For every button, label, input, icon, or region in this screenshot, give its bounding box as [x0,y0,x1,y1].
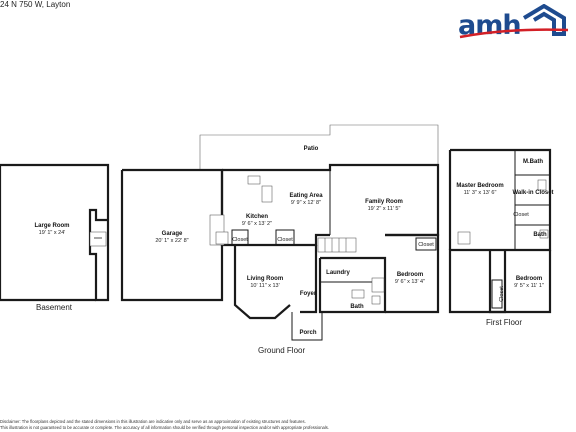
ground-stair-icon [215,231,229,245]
first-stair-icon [457,231,471,245]
tub-icon [351,289,365,299]
m-bath-label: M.Bath [523,159,543,165]
living-room-label: Living Room [247,276,283,282]
disclaimer-line-1: Disclaimer: The floorplans depicted and … [0,419,306,424]
first-closet2-label: Closet [499,286,505,302]
kitchen-closet-2-label: Closet [277,237,293,243]
walk-in-closet-label: Walk-in Closet [512,190,553,196]
large-room-label: Large Room [34,223,69,229]
eating-area-label: Eating Area [289,193,323,199]
kitchen-label: Kitchen [246,214,268,220]
m-bath-toilet-icon [537,179,547,191]
ground-bedroom-dim: 9' 6" x 13' 4" [395,279,425,285]
ground-floor-plan: Patio Garage 20' 1" x 22' 8" Kitchen 9' … [120,124,440,341]
ground-closet-label: Closet [418,242,434,248]
living-room-dim: 10' 11" x 13' [250,283,279,289]
first-floor-label: First Floor [486,318,522,327]
foyer-label: Foyer [300,291,317,297]
eating-area-dim: 9' 9" x 12' 8" [291,200,321,206]
family-room-dim: 19' 2" x 11' 5" [368,206,401,212]
first-closet-label: Closet [513,212,529,218]
house-roof-icon [459,4,569,39]
basement-plan: Large Room 19' 1" x 24' [0,163,110,302]
sink-icon [247,175,261,185]
first-bath-label: Bath [533,232,547,238]
basement-floor-label: Basement [36,303,73,312]
ground-bedroom-label: Bedroom [397,272,423,278]
first-floor-plan: Master Bedroom 11' 3" x 13' 6" M.Bath Wa… [448,148,554,314]
family-room-label: Family Room [365,199,403,205]
garage-dim: 20' 1" x 22' 8" [155,238,188,244]
ground-floor-label: Ground Floor [258,346,306,355]
first-bedroom-dim: 9' 5" x 11' 1" [514,283,544,289]
basement-stair-icon [89,231,107,247]
large-room-dim: 19' 1" x 24' [39,230,66,236]
center-stairs-icon [317,237,357,253]
kitchen-island [261,185,273,203]
property-address: 24 N 750 W, Layton [0,0,71,9]
toilet-icon [371,295,381,305]
kitchen-closet-1-label: Closet [232,237,248,243]
first-bedroom-label: Bedroom [516,276,542,282]
bath-toilet-icon [539,229,549,239]
amh-logo: amh [458,4,570,41]
garage-label: Garage [162,231,183,237]
disclaimer-line-2: This illustration is not guaranteed to b… [0,425,330,430]
laundry-machine-icon [371,277,385,293]
master-bedroom-label: Master Bedroom [456,183,503,189]
ground-bath-label: Bath [350,304,364,310]
master-bedroom-dim: 11' 3" x 13' 6" [464,190,497,196]
kitchen-dim: 9' 6" x 13' 2" [242,221,272,227]
patio-label: Patio [304,146,319,152]
laundry-label: Laundry [326,270,350,276]
porch-label: Porch [299,330,316,336]
